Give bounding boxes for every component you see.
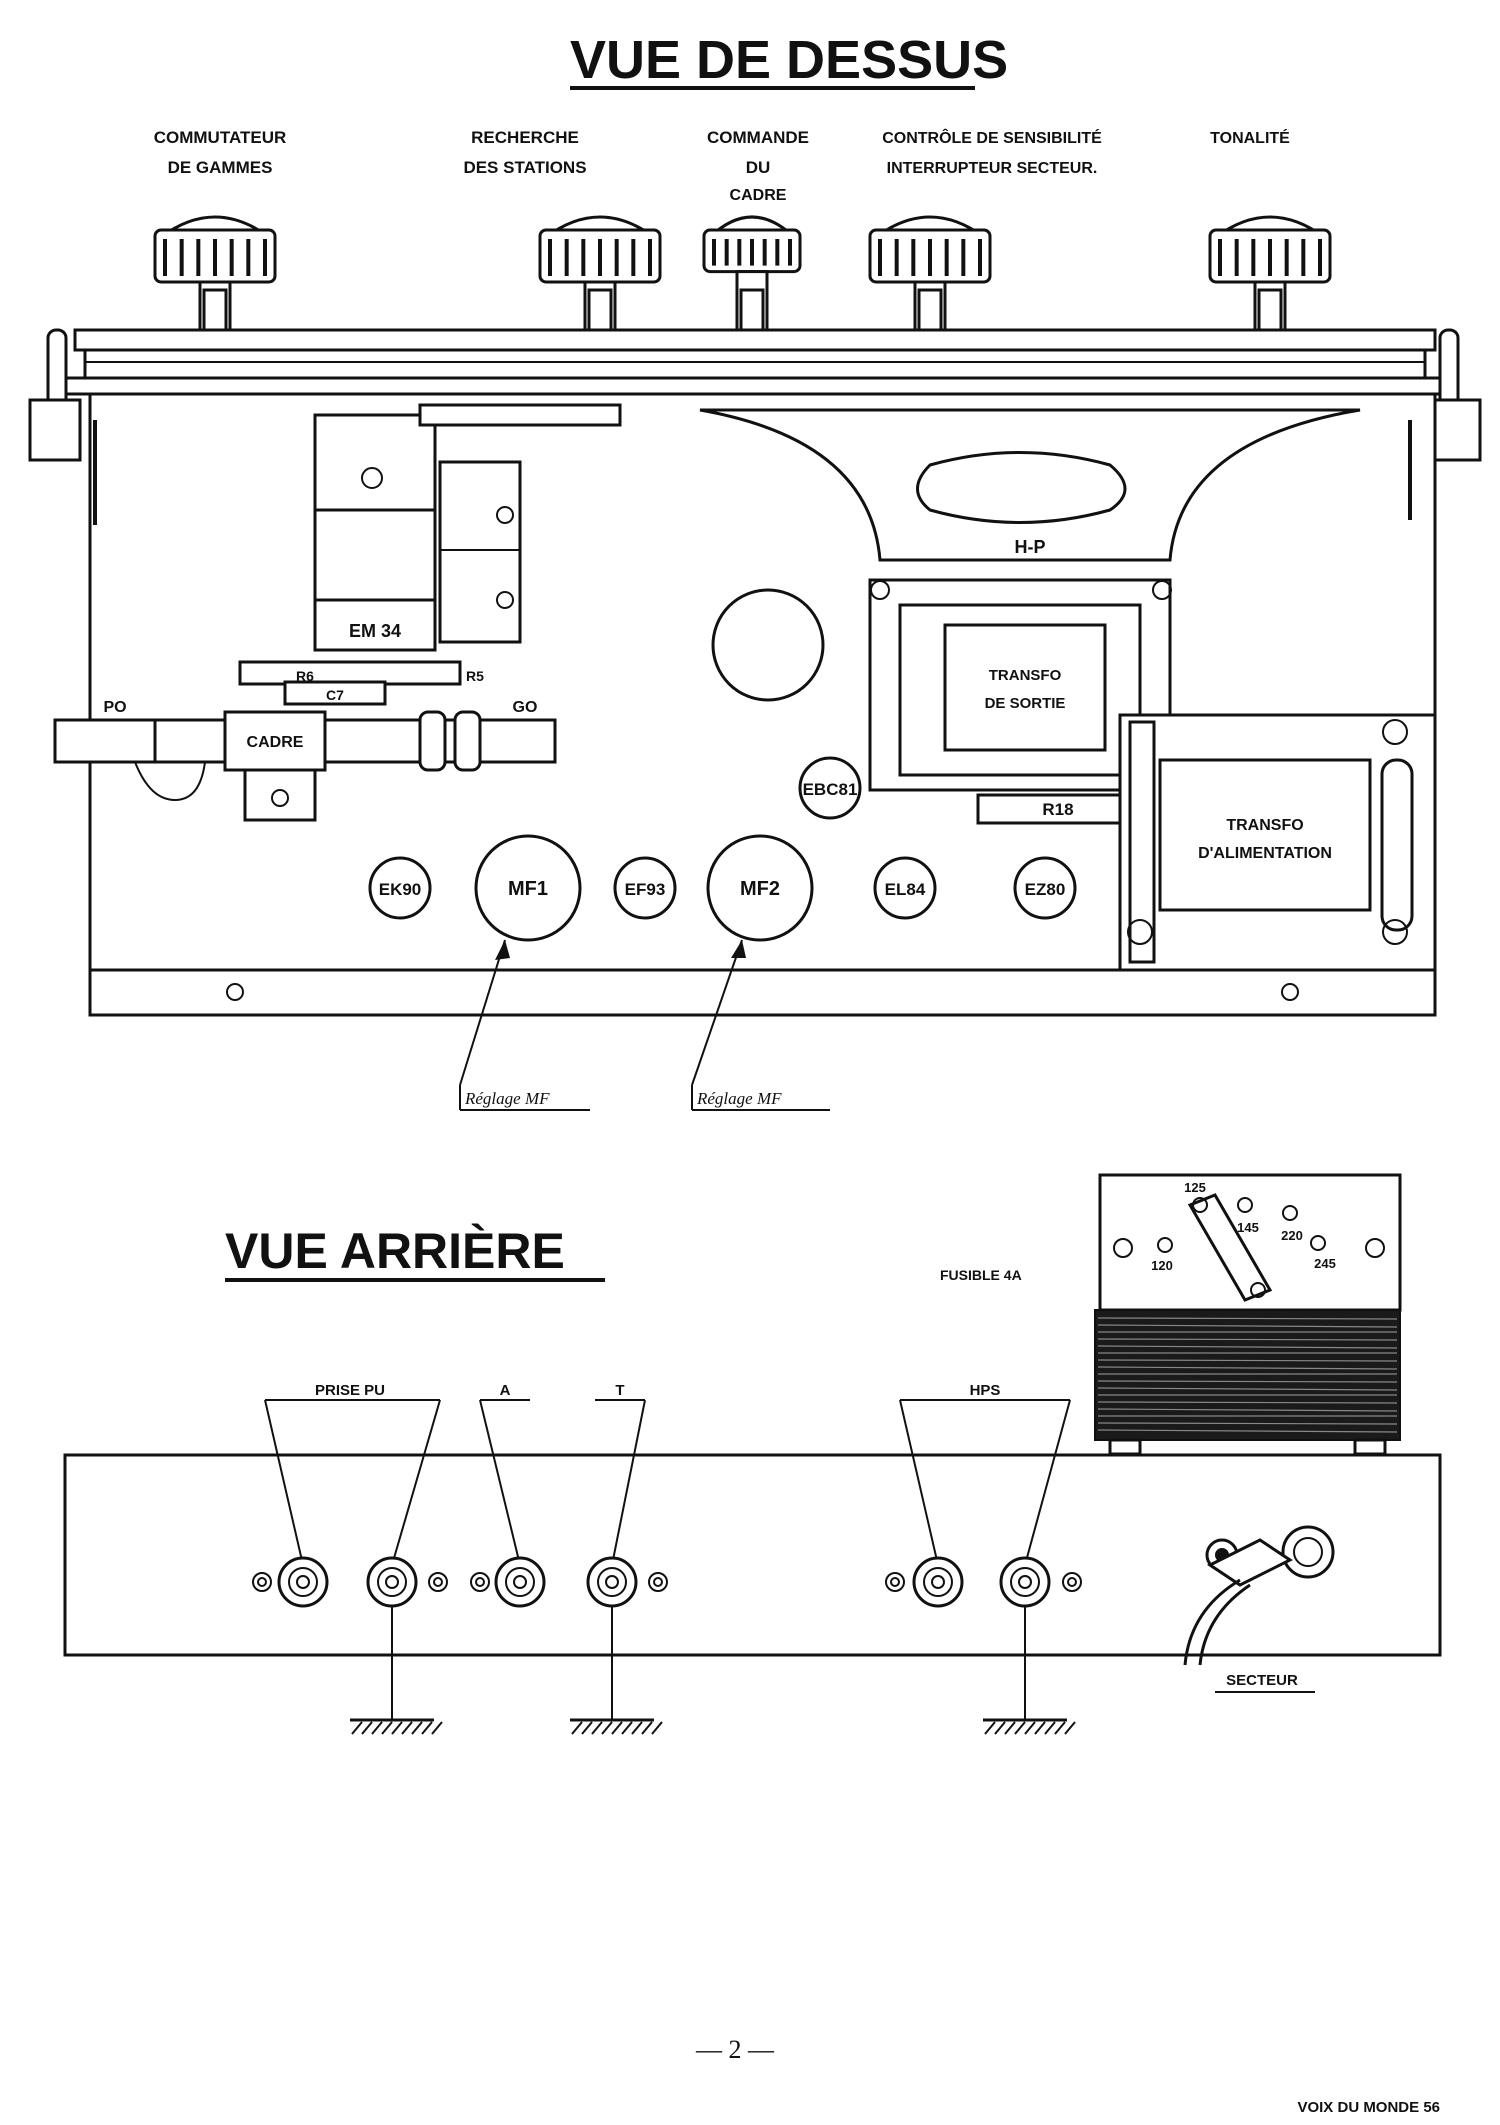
knob-2: [538, 215, 662, 337]
speaker-hole: [711, 588, 825, 702]
tube-label-ek90: EK90: [379, 880, 422, 899]
mains-cord: SECTEUR: [1183, 1525, 1335, 1693]
tube-mf1: MF1: [474, 834, 582, 942]
knob-label-2-line2: DES STATIONS: [463, 158, 586, 177]
c7-label: C7: [326, 687, 344, 703]
knob-label-3-line3: CADRE: [730, 187, 787, 204]
rear-chassis-panel: [63, 1453, 1442, 1657]
knob-label-4-line2: INTERRUPTEUR SECTEUR.: [887, 160, 1098, 177]
ground-symbol-2: [570, 1606, 663, 1735]
transfo-alim-line2: D'ALIMENTATION: [1198, 845, 1332, 862]
reglage-mf-1: Réglage MF: [464, 1089, 550, 1108]
voltage-125: 125: [1184, 1180, 1206, 1195]
chassis-hole-left: [226, 983, 244, 1001]
rear-socket-1: [252, 1572, 272, 1592]
knob-label-3-line2: DU: [746, 158, 771, 177]
knob-label-3-line1: COMMANDE: [707, 128, 809, 147]
r6-label: R6: [296, 668, 314, 684]
top-view-title: VUE DE DESSUS: [570, 30, 1008, 90]
power-transformer: TRANSFO D'ALIMENTATION: [1118, 713, 1437, 972]
tube-ek90: EK90: [368, 856, 432, 920]
po-label: PO: [103, 699, 126, 716]
ground-symbols: [350, 1606, 1076, 1735]
chassis-hole-right: [1281, 983, 1299, 1001]
em34-tube: EM 34: [313, 403, 622, 652]
speaker-bracket: H-P: [699, 408, 1361, 562]
tube-label-ebc81: EBC81: [803, 780, 858, 799]
ferrite-antenna: R6 R5 C7 CADRE PO GO: [53, 660, 557, 822]
knob-label-2-line1: RECHERCHE: [471, 128, 579, 147]
go-label: GO: [513, 699, 538, 716]
knob-labels: COMMUTATEUR DE GAMMES RECHERCHE DES STAT…: [154, 128, 1290, 204]
rear-socket-12: [1062, 1572, 1082, 1592]
knob-label-1-line1: COMMUTATEUR: [154, 128, 287, 147]
rear-socket-5: [470, 1572, 490, 1592]
r18-label: R18: [1042, 800, 1073, 819]
reglage-mf-2: Réglage MF: [696, 1089, 782, 1108]
tube-ez80: EZ80: [1013, 856, 1077, 920]
knob-5: [1208, 215, 1332, 337]
output-transformer: TRANSFO DE SORTIE R18: [868, 578, 1172, 825]
hps-label: HPS: [970, 1382, 1001, 1399]
transfo-sortie-line2: DE SORTIE: [985, 695, 1066, 712]
knob-4: [868, 215, 992, 337]
rear-socket-8: [648, 1572, 668, 1592]
fusible-label: FUSIBLE 4A: [940, 1267, 1022, 1283]
transfo-alim-line1: TRANSFO: [1226, 817, 1303, 834]
knob-label-4-line1: CONTRÔLE DE SENSIBILITÉ: [882, 128, 1102, 147]
knob-label-1-line2: DE GAMMES: [168, 158, 273, 177]
prise-pu-label: PRISE PU: [315, 1382, 385, 1399]
voltage-selector: 125 145 120 220 245: [1098, 1173, 1402, 1312]
voltage-245: 245: [1314, 1256, 1336, 1271]
tube-label-ef93: EF93: [625, 880, 666, 899]
ground-symbol-1: [350, 1606, 443, 1735]
hp-label: H-P: [1015, 537, 1046, 557]
tube-ef93: EF93: [613, 856, 677, 920]
t-label: T: [615, 1382, 624, 1399]
voltage-145: 145: [1237, 1220, 1259, 1235]
knobs-group: [153, 215, 1332, 337]
secteur-label: SECTEUR: [1226, 1672, 1298, 1689]
transfo-sortie-line1: TRANSFO: [989, 667, 1062, 684]
rear-socket-10: [912, 1556, 964, 1608]
rear-pointers: [264, 1399, 1071, 1566]
rear-view-title: VUE ARRIÈRE: [225, 1223, 565, 1279]
voltage-120: 120: [1151, 1258, 1173, 1273]
tube-mf2: MF2: [706, 834, 814, 942]
page-number: — 2 —: [695, 2035, 775, 2064]
cadre-label: CADRE: [247, 734, 304, 751]
tube-ebc81: EBC81: [798, 756, 862, 820]
transformer-stack: [1094, 1309, 1401, 1456]
rear-socket-7: [586, 1556, 638, 1608]
r5-label: R5: [466, 668, 484, 684]
tube-label-mf2: MF2: [740, 878, 780, 900]
rear-socket-4: [428, 1572, 448, 1592]
model-footer: VOIX DU MONDE 56: [1297, 2099, 1440, 2116]
rear-sockets: [252, 1556, 1082, 1608]
knob-label-5-line1: TONALITÉ: [1210, 128, 1290, 147]
rear-socket-3: [366, 1556, 418, 1608]
voltage-220: 220: [1281, 1228, 1303, 1243]
tube-label-mf1: MF1: [508, 878, 548, 900]
em34-label: EM 34: [349, 621, 401, 641]
dial-rail: [28, 328, 1482, 525]
chassis-top: [88, 394, 1437, 1017]
knob-3: [702, 215, 802, 337]
rear-socket-11: [999, 1556, 1051, 1608]
reglage-annotations: Réglage MF Réglage MF: [459, 939, 830, 1111]
rear-socket-9: [885, 1572, 905, 1592]
tube-label-ez80: EZ80: [1025, 880, 1066, 899]
a-label: A: [500, 1382, 511, 1399]
rear-labels: PRISE PU A T HPS: [265, 1382, 1070, 1401]
tube-label-el84: EL84: [885, 880, 926, 899]
knob-1: [153, 215, 277, 337]
rear-socket-2: [277, 1556, 329, 1608]
ground-symbol-3: [983, 1606, 1076, 1735]
tube-el84: EL84: [873, 856, 937, 920]
rear-socket-6: [494, 1556, 546, 1608]
